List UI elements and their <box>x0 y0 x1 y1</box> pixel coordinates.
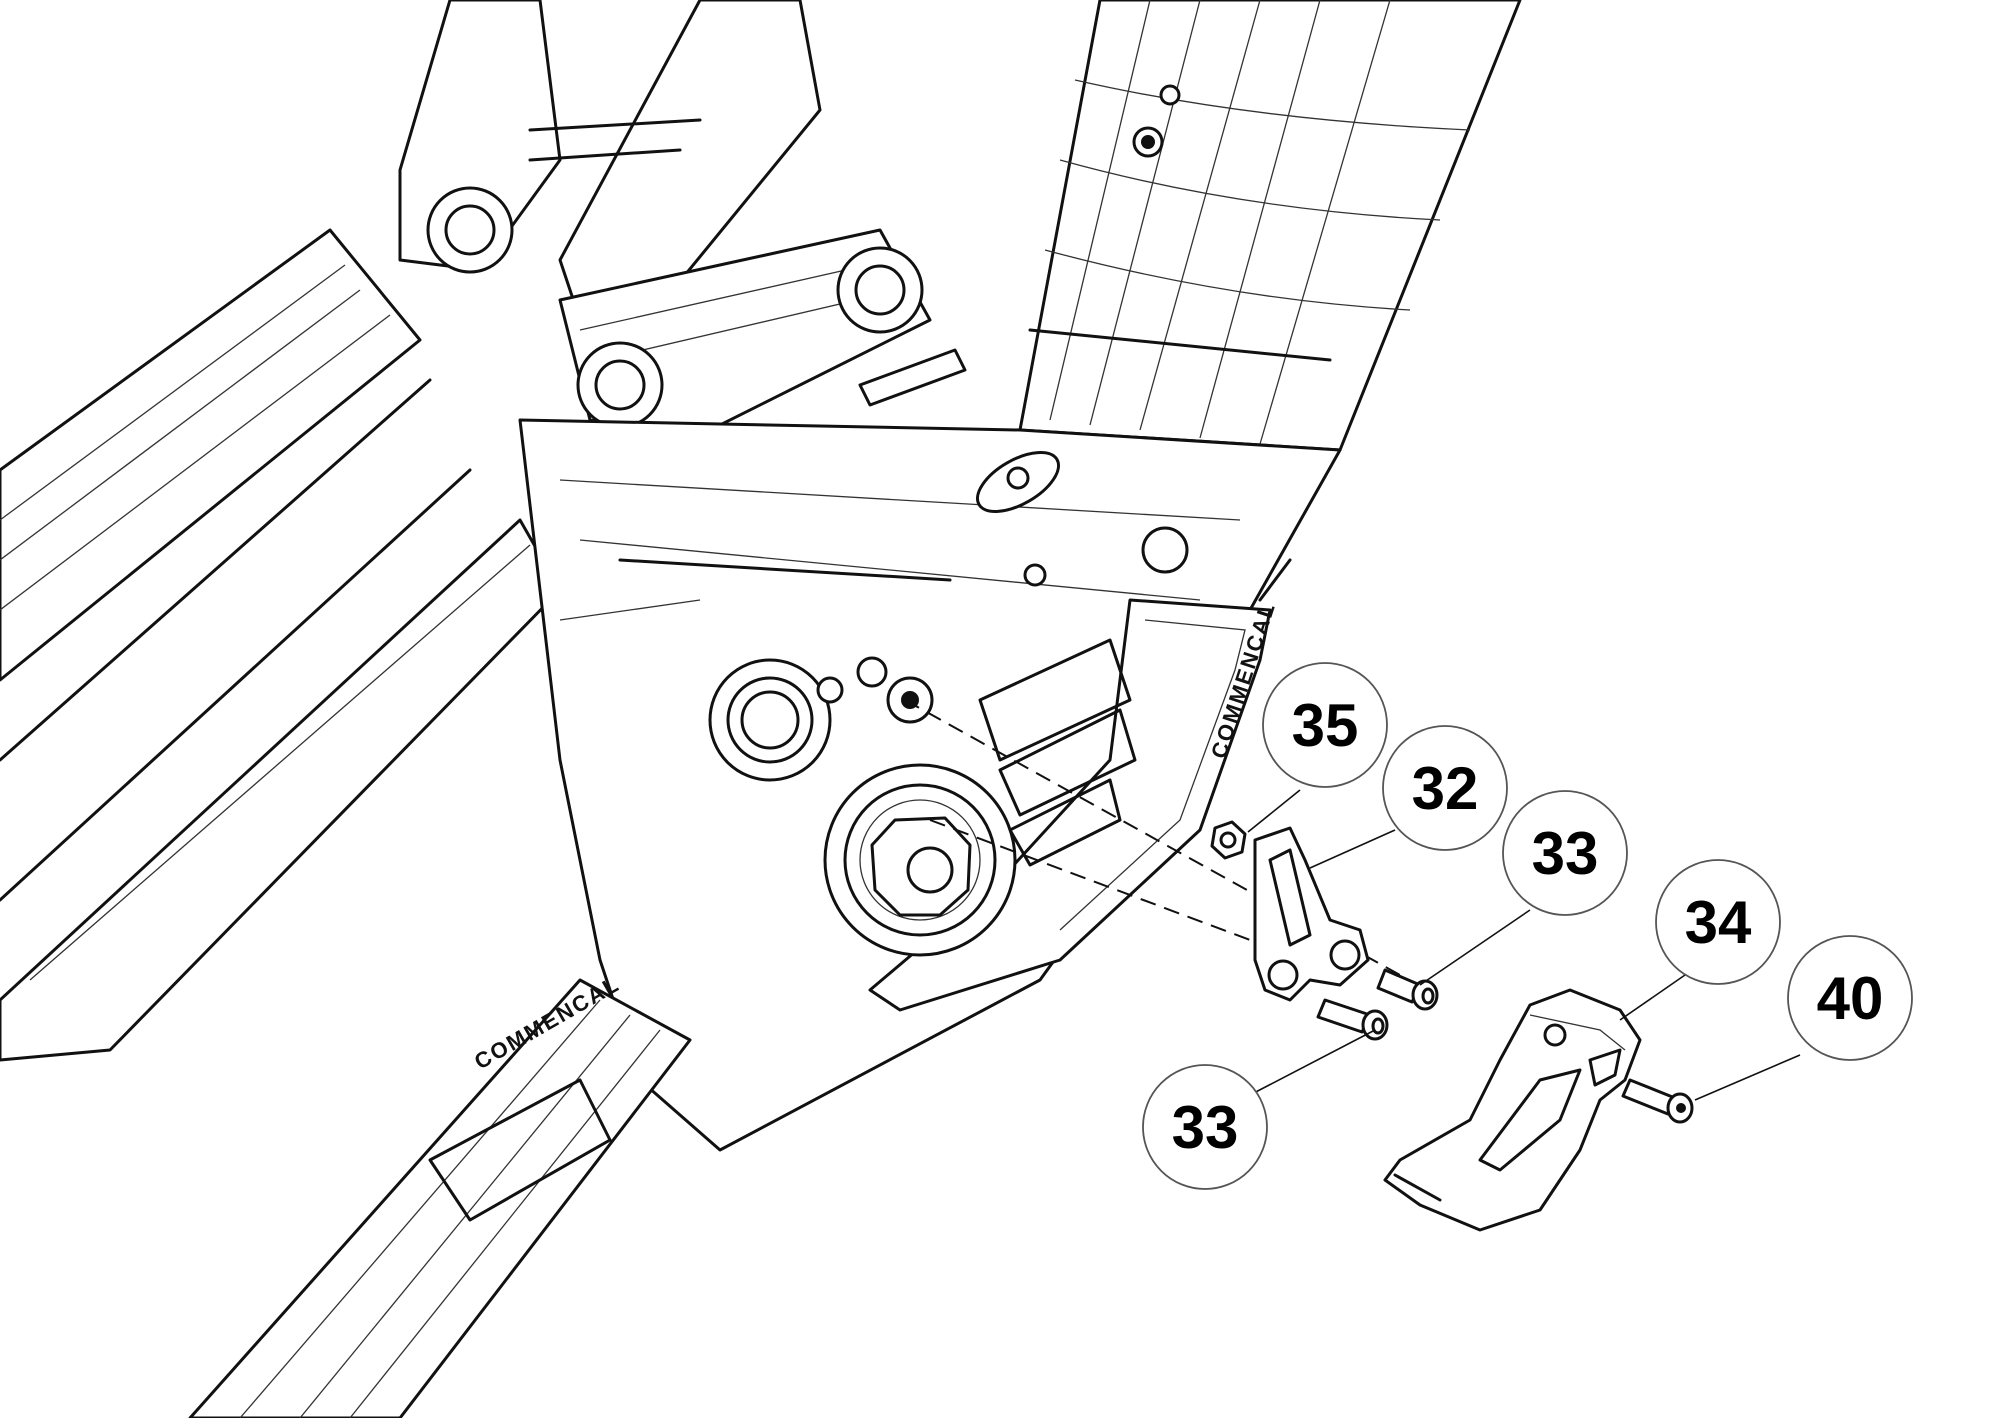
svg-text:33: 33 <box>1172 1094 1239 1161</box>
callout-35: 35 <box>1262 662 1388 788</box>
rocker-link <box>398 0 932 442</box>
part-33-bolt-lower <box>1316 998 1389 1041</box>
callout-33-upper: 33 <box>1502 790 1628 916</box>
part-34-chain-guide <box>1383 988 1642 1232</box>
svg-text:32: 32 <box>1412 755 1479 822</box>
part-35-nut <box>1210 820 1247 860</box>
callout-40: 40 <box>1787 935 1913 1061</box>
part-33-bolt-upper <box>1376 968 1439 1011</box>
part-32-bracket <box>1253 826 1370 1002</box>
svg-text:40: 40 <box>1817 965 1884 1032</box>
seat-tube <box>1018 0 1522 452</box>
svg-text:35: 35 <box>1292 692 1359 759</box>
leader-lines <box>1247 789 1801 1101</box>
callout-34: 34 <box>1655 859 1781 985</box>
svg-text:34: 34 <box>1685 889 1752 956</box>
assembly-axis-upper <box>904 699 1401 976</box>
callout-32: 32 <box>1382 725 1508 851</box>
chainstay: COMMENCAL <box>188 971 692 1418</box>
bottom-bracket <box>708 656 1017 957</box>
part-40-screw <box>1621 1078 1694 1124</box>
down-tube <box>0 228 562 1062</box>
callout-33-lower: 33 <box>1142 1064 1268 1190</box>
svg-text:33: 33 <box>1532 820 1599 887</box>
